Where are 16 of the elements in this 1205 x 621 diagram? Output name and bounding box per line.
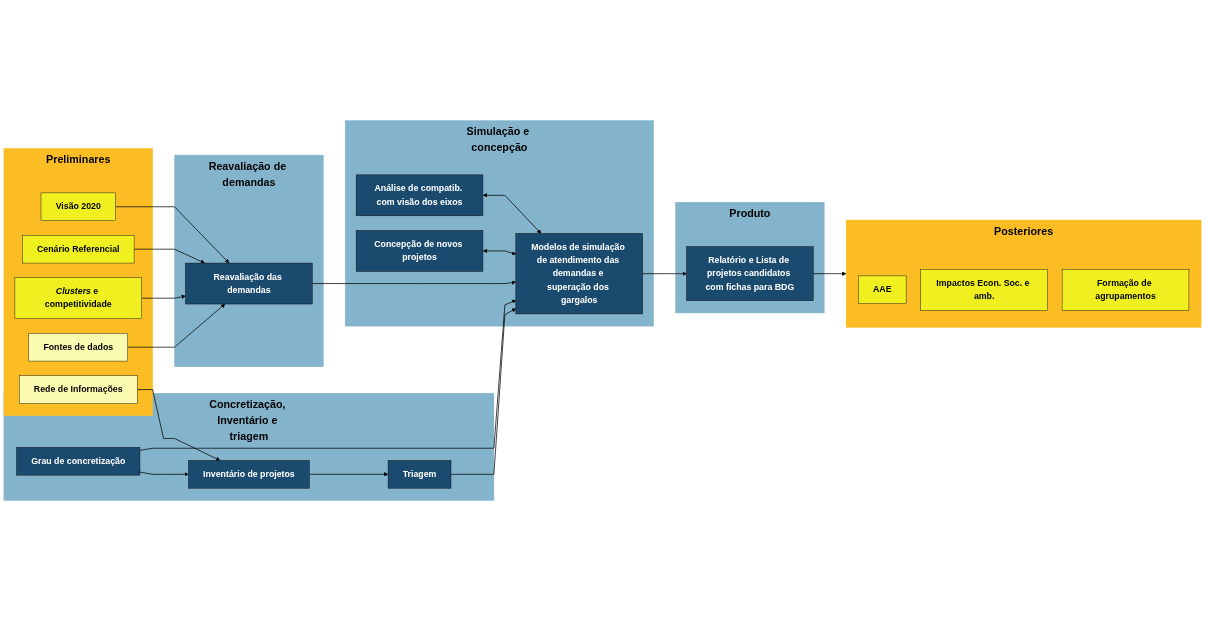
node-box: Reavaliação das demandas <box>185 262 313 305</box>
node-box: Fontes de dados <box>28 333 128 362</box>
node-box: Grau de concretização <box>16 447 141 476</box>
node-box: Cenário Referencial <box>22 235 135 264</box>
node-box: Formação de agrupamentos <box>1061 269 1190 311</box>
node-box: Visão 2020 <box>40 192 116 221</box>
node-box: Concepção de novos projetos <box>355 230 484 272</box>
node-box: Clusters e competitividade <box>14 277 142 319</box>
node-box: Modelos de simulação de atendimento das demandas e superação dos gargalos <box>515 233 643 315</box>
node-box: Impactos Econ. Soc. e amb. <box>920 269 1048 311</box>
node-box: Rede de Informações <box>19 375 138 404</box>
node-box: AAE <box>858 275 907 304</box>
node-box: Inventário de projetos <box>188 460 310 489</box>
node-box: Análise de compatib. com visão dos eixos <box>355 174 484 217</box>
node-box: Relatório e Lista de projetos candidatos com fichas para BDG <box>686 246 814 301</box>
node-box: Triagem <box>387 460 452 489</box>
